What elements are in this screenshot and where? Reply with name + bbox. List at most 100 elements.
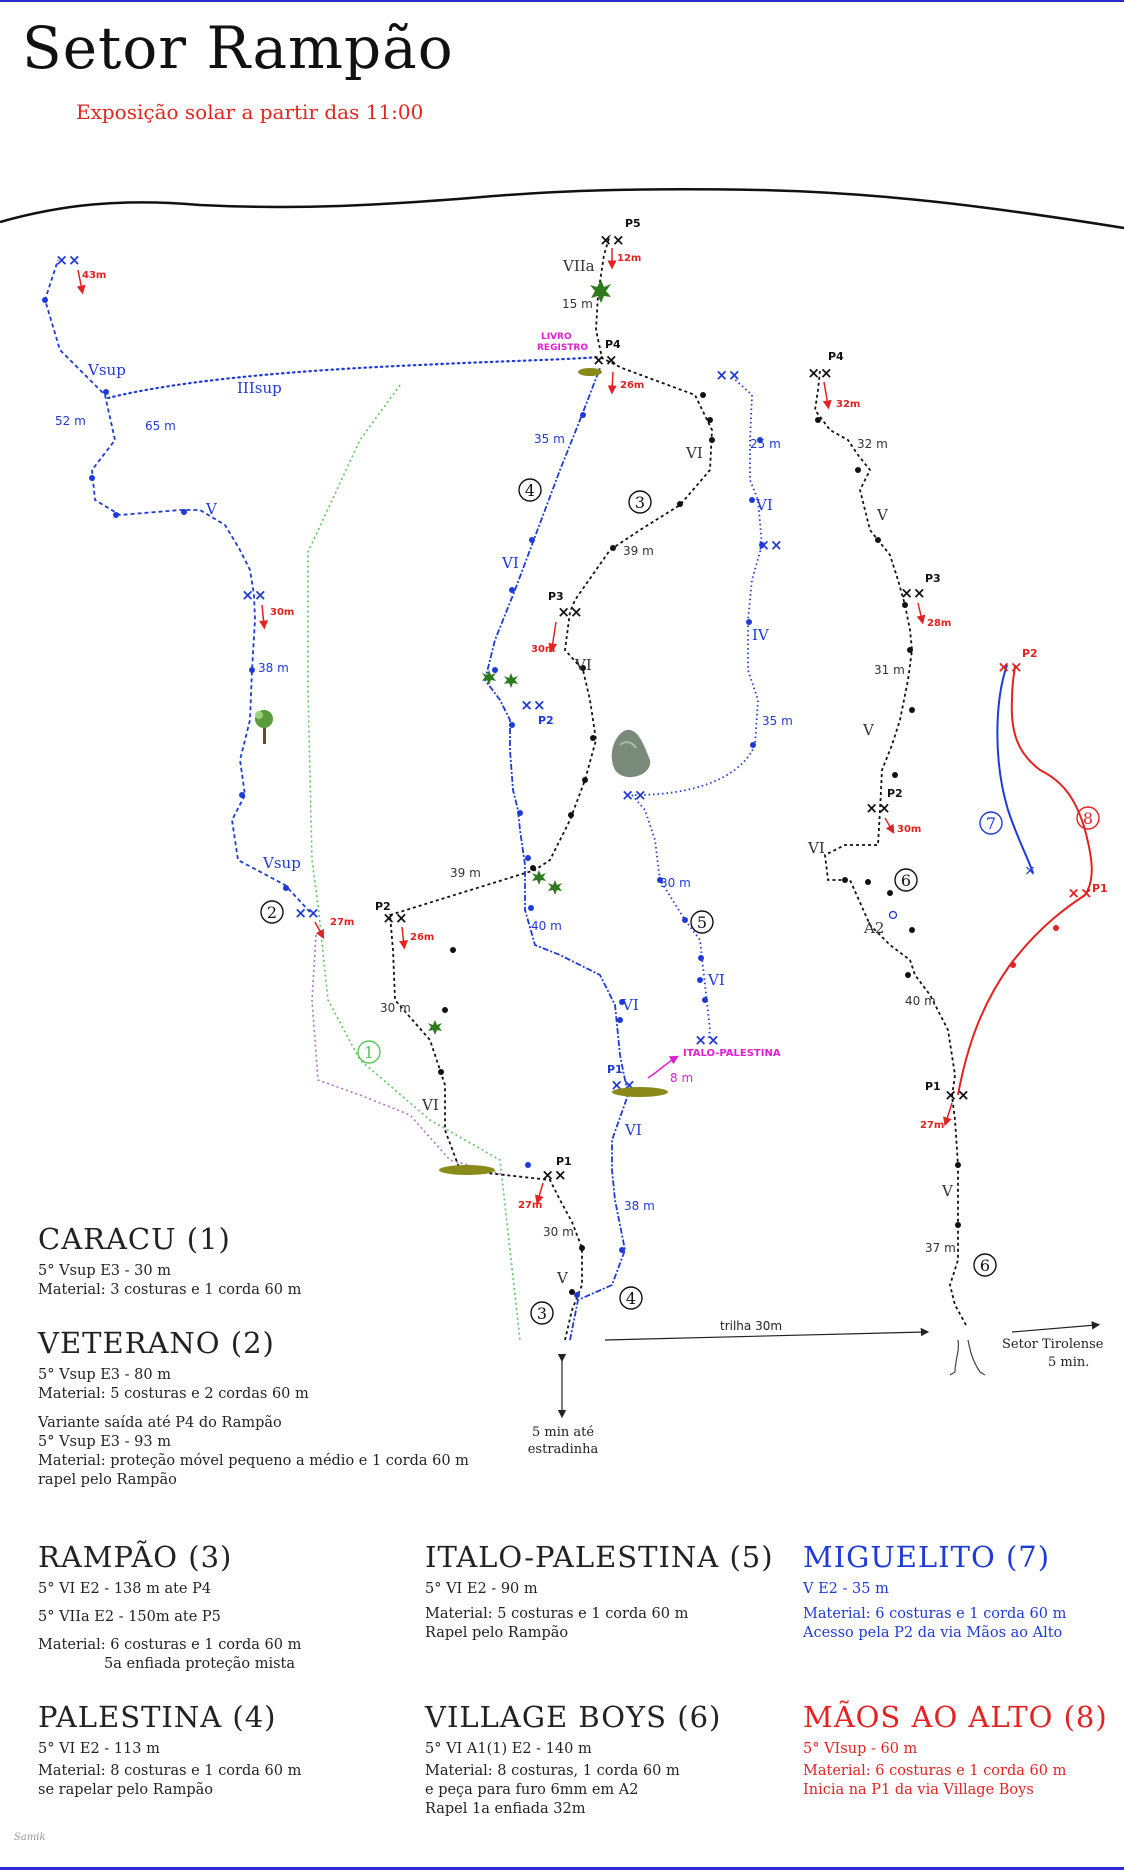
- anchor-p4-center: P4: [605, 338, 621, 351]
- svg-text:××: ××: [592, 351, 617, 369]
- svg-text:××: ××: [1067, 884, 1092, 902]
- top-border: [0, 0, 1124, 2]
- belay-dots-blue: [42, 297, 765, 1298]
- tree-icon: [255, 710, 273, 744]
- rappel-43m: 43m: [82, 270, 106, 281]
- rappel-26m-left: 26m: [410, 932, 434, 943]
- svg-text:××: ××: [757, 536, 782, 554]
- trail-fork: [949, 1339, 986, 1376]
- grade-vi-rampao-upper: VI: [685, 444, 703, 462]
- route-number-3b: 3: [537, 1304, 547, 1323]
- len-31m: 31 m: [874, 663, 905, 677]
- route-4-info: PALESTINA (4) 5° VI E2 - 113 m Material:…: [38, 1700, 301, 1800]
- route-2-line-1: 5° Vsup E3 - 80 m: [38, 1367, 171, 1383]
- grade-vi-rampao-low: VI: [421, 1096, 439, 1114]
- len-25m: 25 m: [750, 437, 781, 451]
- route-4-line-3: se rapelar pelo Rampão: [38, 1782, 214, 1798]
- route-number-1: 1: [364, 1043, 374, 1062]
- a2-bolt-mark: [888, 910, 898, 920]
- route-5-upper-line: [634, 374, 763, 796]
- grade-vi-right-col: VI: [755, 496, 773, 514]
- anchor-p2-left: P2: [375, 900, 391, 913]
- svg-text:××: ××: [621, 786, 646, 804]
- route-5-line-1: 5° VI E2 - 90 m: [425, 1581, 538, 1597]
- anchor-p5: P5: [625, 217, 641, 230]
- route-1-line-1: 5° Vsup E3 - 30 m: [38, 1263, 171, 1279]
- route-3-material-2: 5a enfiada proteção mista: [104, 1656, 296, 1672]
- svg-text:××: ××: [865, 799, 890, 817]
- anchor-p4-right: P4: [828, 350, 844, 363]
- route-2-info: VETERANO (2) 5° Vsup E3 - 80 m Material:…: [38, 1326, 469, 1490]
- svg-text:××: ××: [241, 586, 266, 604]
- rappel-30m-right: 30m: [897, 824, 921, 835]
- route-5-info: ITALO-PALESTINA (5) 5° VI E2 - 90 m Mate…: [425, 1540, 774, 1643]
- anchor-p1-center: P1: [556, 1155, 572, 1168]
- len-65m: 65 m: [145, 419, 176, 433]
- route-2-line: [44, 259, 311, 913]
- svg-text:××: ××: [599, 231, 624, 249]
- route-7-line-3: Acesso pela P2 da via Mãos ao Alto: [803, 1625, 1063, 1641]
- route-3-line-2: 5° VIIa E2 - 150m ate P5: [38, 1609, 221, 1625]
- rappel-12m: 12m: [617, 253, 641, 264]
- route-6-line-2: Material: 8 costuras, 1 corda 60 m: [425, 1763, 680, 1779]
- route-4-line-2: Material: 8 costuras e 1 corda 60 m: [38, 1763, 302, 1779]
- svg-text:××: ××: [997, 658, 1022, 676]
- route-7-title: MIGUELITO (7): [803, 1540, 1051, 1574]
- route-2-line-2: Material: 5 costuras e 2 cordas 60 m: [38, 1386, 309, 1402]
- rappel-28m: 28m: [927, 618, 951, 629]
- logbook-label-1: LIVRO: [541, 332, 572, 342]
- route-numbers: 1 2 3 3 4 4 5 6 6 7 8: [260, 478, 1100, 1325]
- route-2-title: VETERANO (2): [38, 1326, 275, 1360]
- grade-v-rampao-start: V: [556, 1269, 569, 1287]
- route-8-line-2: Material: 6 costuras e 1 corda 60 m: [803, 1763, 1067, 1779]
- anchor-p2-red: P2: [1022, 647, 1038, 660]
- route-7-line-2: Material: 6 costuras e 1 corda 60 m: [803, 1606, 1067, 1622]
- len-40m-center: 40 m: [531, 919, 562, 933]
- len-40m-right: 40 m: [905, 994, 936, 1008]
- svg-text:××: ××: [55, 251, 80, 269]
- anchor-p2-right: P2: [887, 787, 903, 800]
- svg-text:××: ××: [944, 1086, 969, 1104]
- route-2-variant-1: Variante saída até P4 do Rampão: [38, 1415, 282, 1431]
- anchor-p3-center: P3: [548, 590, 564, 603]
- grade-viia: VIIa: [562, 257, 595, 275]
- len-30m-bottom: 30 m: [543, 1225, 574, 1239]
- bottom-border: [0, 1867, 1124, 1870]
- route-1-line-2: Material: 3 costuras e 1 corda 60 m: [38, 1282, 302, 1298]
- len-38m-bottom: 38 m: [624, 1199, 655, 1213]
- grade-v-left: V: [205, 500, 218, 518]
- route-6-line-1: 5° VI A1(1) E2 - 140 m: [425, 1741, 592, 1757]
- access-label: 5 min até estradinha: [527, 1424, 599, 1458]
- route-8-line-1: 5° VIsup - 60 m: [803, 1741, 918, 1757]
- anchor-p1-right: P1: [925, 1080, 941, 1093]
- belay-dots-red: [1010, 925, 1059, 968]
- route-4-title: PALESTINA (4): [38, 1700, 277, 1734]
- rappel-30m-center: 30m: [531, 644, 555, 655]
- route-5-title: ITALO-PALESTINA (5): [425, 1540, 774, 1574]
- len-37m: 37 m: [925, 1241, 956, 1255]
- topo-diagram: ×× ×× ×× ×× ×× ×× ×× ×× ×× ×× ×× ×× ×× ×…: [0, 188, 1124, 1419]
- route-1-line: [307, 384, 521, 1341]
- route-4-line: [484, 367, 629, 1341]
- route-number-5: 5: [697, 913, 707, 932]
- route-7-line-1: V E2 - 35 m: [803, 1581, 889, 1597]
- route-number-4a: 4: [525, 481, 535, 500]
- grade-vi-village: VI: [807, 839, 825, 857]
- svg-text:××: ××: [694, 1031, 719, 1049]
- access-label-2: estradinha: [527, 1442, 599, 1457]
- ledge-p1-blue: [612, 1087, 668, 1097]
- svg-text:××: ××: [557, 603, 582, 621]
- len-38m-left: 38 m: [258, 661, 289, 675]
- route-number-3a: 3: [635, 493, 645, 512]
- route-number-2: 2: [267, 903, 277, 922]
- route-2-variant-line: [311, 934, 506, 1176]
- grade-vi-palestina-upper: VI: [501, 554, 519, 572]
- access-label-1: 5 min até: [531, 1425, 595, 1440]
- route-6-line-3: e peça para furo 6mm em A2: [425, 1782, 639, 1798]
- route-6-line: [814, 369, 967, 1326]
- grade-vi-rampao-mid: VI: [574, 656, 592, 674]
- route-5-line-3: Rapel pelo Rampão: [425, 1625, 569, 1641]
- route-number-6a: 6: [901, 871, 911, 890]
- route-7-line: [996, 664, 1034, 874]
- len-52m: 52 m: [55, 414, 86, 428]
